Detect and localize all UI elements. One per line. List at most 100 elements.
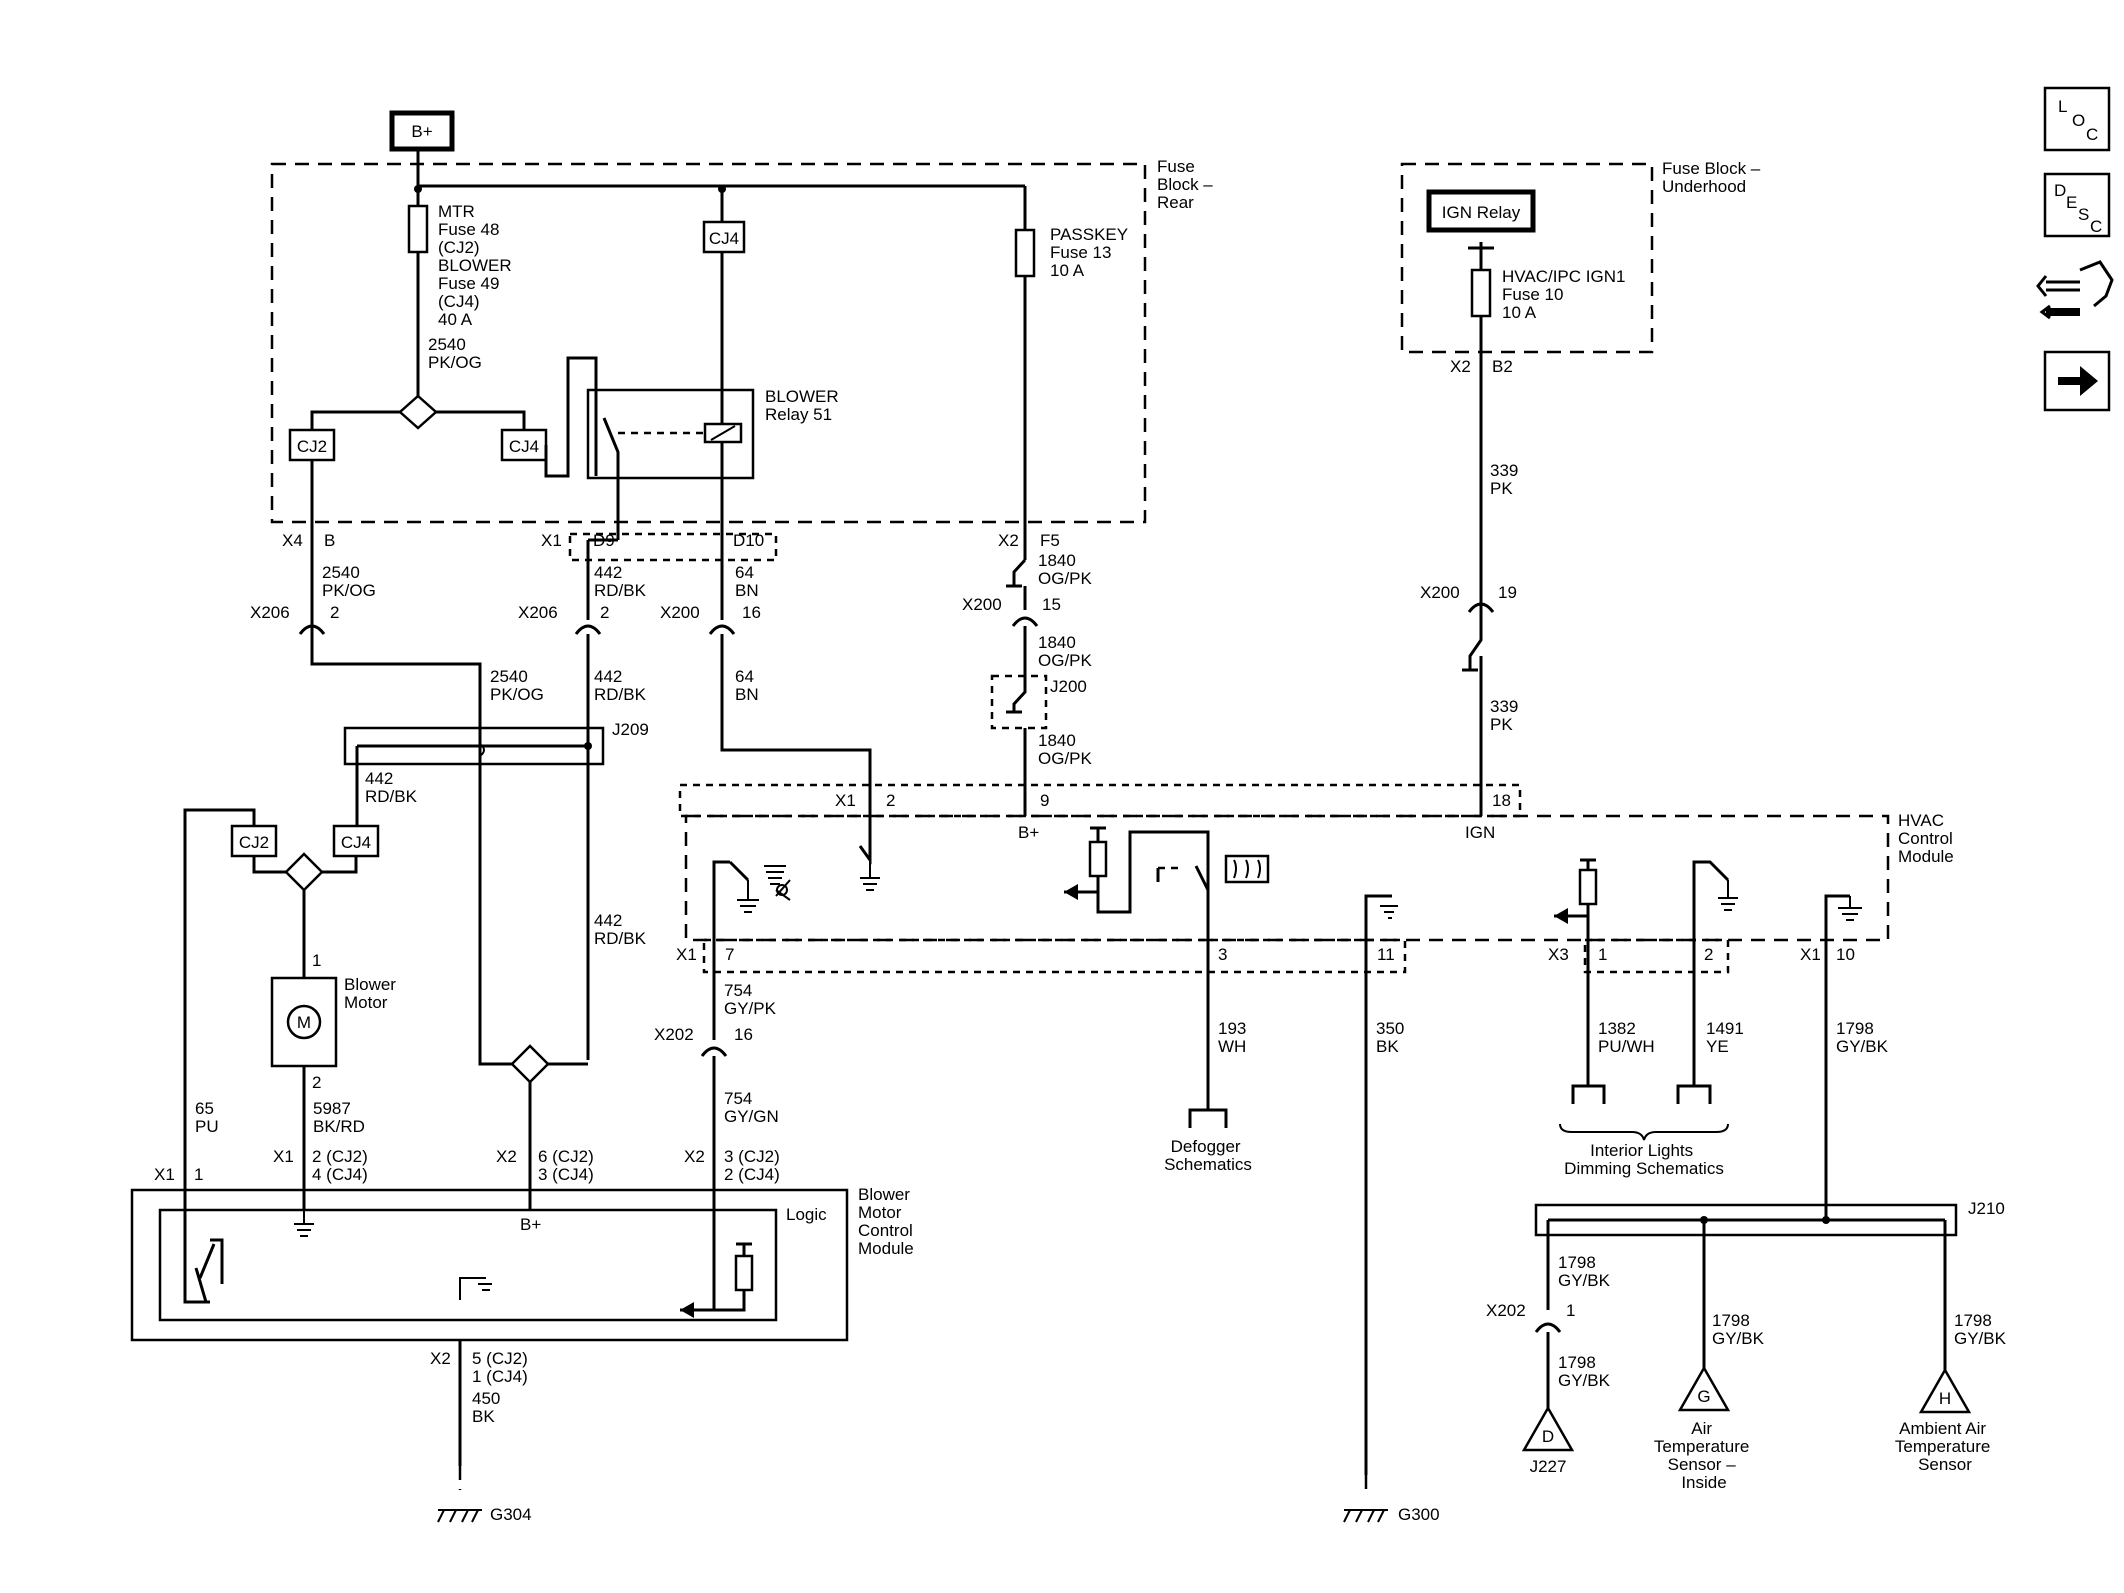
bmcm-x1-label: X1 xyxy=(154,1165,175,1184)
wire-1840-c-label: 1840 OG/PK xyxy=(1038,731,1093,768)
connector-g-triangle xyxy=(1677,1365,1731,1412)
cj4-box-relay xyxy=(702,220,746,254)
g304-pin-label: 5 (CJ2) 1 (CJ4) xyxy=(472,1349,532,1386)
cj4-label-lower: CJ4 xyxy=(341,833,371,852)
g304-label: G304 xyxy=(490,1505,532,1524)
interior-lights-connector-2 xyxy=(1676,940,1712,1104)
bplus-junction-diamond xyxy=(510,1044,550,1084)
x202-left-pin: 16 xyxy=(734,1025,753,1044)
mtr-blower-fuse xyxy=(407,204,429,254)
hvac-x1-pin10-label: X1 xyxy=(1800,945,1821,964)
j210-splice xyxy=(1534,1203,1958,1237)
wire-1798-b-label: 1798 GY/BK xyxy=(1558,1253,1611,1290)
passkey-fuse xyxy=(1014,228,1036,278)
hvac-pin-2-top: 2 xyxy=(886,791,895,810)
connector-d-triangle xyxy=(1521,1405,1575,1452)
fuse-block-rear-outline xyxy=(270,162,1147,524)
g304-ground-symbol xyxy=(437,1509,482,1523)
hvac-ign-label: IGN xyxy=(1465,823,1495,842)
wire-339-b-label: 339 PK xyxy=(1490,697,1523,734)
connector-h-label: H xyxy=(1939,1389,1951,1408)
dimming-pullup-resistor xyxy=(1578,868,1598,906)
defogger-connector xyxy=(1188,1108,1228,1128)
x200-mid-label: X200 xyxy=(962,595,1002,614)
wire-2540-b-label: 2540 PK/OG xyxy=(322,563,376,600)
bmcm-pin-3-2: 3 (CJ2) 2 (CJ4) xyxy=(724,1147,784,1184)
x200-mid-pin: 15 xyxy=(1042,595,1061,614)
cj4-label-relay: CJ4 xyxy=(709,229,739,248)
location-button[interactable]: L O C xyxy=(2043,86,2111,152)
cj4-label-top: CJ4 xyxy=(509,437,539,456)
wire-350-label: 350 BK xyxy=(1376,1019,1409,1056)
x2-f5-label: X2 xyxy=(998,531,1019,550)
wire-442-b-label: 442 RD/BK xyxy=(594,667,647,704)
hvac-bottom-connector-left xyxy=(702,938,1407,974)
fan-icon xyxy=(764,865,786,885)
connector-x1-d9-d10 xyxy=(568,532,778,562)
fuse-block-rear-label: Fuse Block – Rear xyxy=(1157,157,1217,212)
hvac-x1-top: X1 xyxy=(835,791,856,810)
next-arrow-icon xyxy=(2043,350,2111,412)
bmcm-x1-b-label: X1 xyxy=(273,1147,294,1166)
blower-motor-label: Blower Motor xyxy=(344,975,401,1012)
interior-lights-brace xyxy=(1559,1123,1729,1141)
x202-right-label: X202 xyxy=(1486,1301,1526,1320)
d10-label: D10 xyxy=(733,531,764,550)
description-icon xyxy=(2043,172,2111,238)
g304-x2-label: X2 xyxy=(430,1349,451,1368)
j209-splice xyxy=(343,726,605,766)
bmcm-pullup-resistor xyxy=(734,1254,754,1292)
blower-motor-control-module xyxy=(130,1188,849,1342)
next-button[interactable] xyxy=(2043,350,2111,412)
desc-letter-s: S xyxy=(2078,205,2089,224)
motor-junction-diamond xyxy=(284,852,324,892)
location-icon xyxy=(2043,86,2111,152)
connector-d-label: D xyxy=(1542,1427,1554,1446)
hvac-top-connector xyxy=(678,783,1522,818)
x1-d9-label: X1 xyxy=(541,531,562,550)
desc-letter-c: C xyxy=(2090,217,2102,236)
defogger-pullup-resistor xyxy=(1088,840,1108,878)
bmcm-pin-2-4: 2 (CJ2) 4 (CJ4) xyxy=(312,1147,372,1184)
g300-label: G300 xyxy=(1398,1505,1440,1524)
interior-lights-connector-1 xyxy=(1571,1084,1606,1104)
x202-right-pin: 1 xyxy=(1566,1301,1575,1320)
passkey-fuse-label: PASSKEY Fuse 13 10 A xyxy=(1050,225,1133,280)
fuse-junction-diamond xyxy=(398,394,438,430)
wire-1382-label: 1382 PU/WH xyxy=(1598,1019,1655,1056)
hvac-bplus-label: B+ xyxy=(1018,823,1039,842)
wire-64-a-label: 64 BN xyxy=(735,563,759,600)
hvac-pin-10: 10 xyxy=(1836,945,1855,964)
hvac-pin-11: 11 xyxy=(1377,945,1395,964)
x206-left-pin: 2 xyxy=(330,603,339,622)
wire-1798-e-label: 1798 GY/BK xyxy=(1954,1311,2007,1348)
connector-tools-button[interactable] xyxy=(2036,260,2114,320)
f5-label: F5 xyxy=(1040,531,1060,550)
battery-positive-label: B+ xyxy=(411,122,432,141)
ign-relay-box xyxy=(1426,189,1536,233)
cj2-box-top xyxy=(288,428,336,462)
hvac-bottom-connector-right xyxy=(1583,938,1730,974)
hvac-pin-7: 7 xyxy=(725,945,734,964)
loc-letter-l: L xyxy=(2058,97,2067,116)
d9-label: D9 xyxy=(593,531,615,550)
x206-mid-pin: 2 xyxy=(600,603,609,622)
wire-754-b-label: 754 GY/GN xyxy=(724,1089,779,1126)
x200-left-label: X200 xyxy=(660,603,700,622)
hvac-pin-3: 3 xyxy=(1218,945,1227,964)
hvac-pin-2: 2 xyxy=(1704,945,1713,964)
cj2-label-lower: CJ2 xyxy=(239,833,269,852)
interior-lights-label: Interior Lights Dimming Schematics xyxy=(1564,1141,1724,1178)
description-button[interactable]: D E S C xyxy=(2043,172,2111,238)
wire-442-d-label: 442 RD/BK xyxy=(594,911,647,948)
b-pin-label: B xyxy=(324,531,335,550)
connector-h-triangle xyxy=(1918,1367,1972,1414)
ambient-sensor-label: Ambient Air Temperature Sensor xyxy=(1895,1419,1995,1474)
hvac-x3-label: X3 xyxy=(1548,945,1569,964)
b2-label: B2 xyxy=(1492,357,1513,376)
hvac-pin-18: 18 xyxy=(1492,791,1511,810)
hvac-fuse-label: HVAC/IPC IGN1 Fuse 10 10 A xyxy=(1502,267,1630,322)
desc-letter-d: D xyxy=(2054,181,2066,200)
